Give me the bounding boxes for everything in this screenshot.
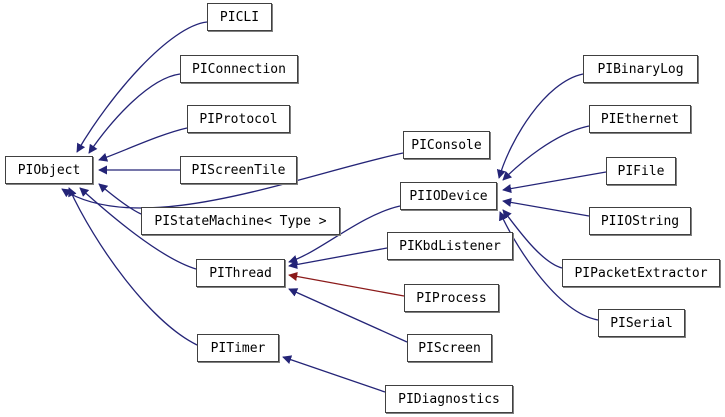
class-node-label: PITimer bbox=[210, 340, 266, 356]
edge-piethernet-to-piiodevice bbox=[502, 125, 590, 181]
class-node-pikbdlistener[interactable]: PIKbdListener bbox=[387, 232, 513, 260]
class-node-piobject[interactable]: PIObject bbox=[5, 156, 93, 184]
edge-pitimer-to-piobject bbox=[68, 187, 198, 346]
class-node-label: PIProcess bbox=[416, 290, 487, 306]
class-node-label: PIDiagnostics bbox=[398, 391, 500, 407]
class-node-piethernet[interactable]: PIEthernet bbox=[589, 105, 691, 133]
edge-piprotocol-to-piobject bbox=[98, 127, 188, 162]
edge-piprocess-to-pithread bbox=[288, 271, 405, 297]
edge-pithread-to-piobject bbox=[79, 187, 197, 270]
edge-piconsole-to-piobject bbox=[61, 152, 404, 209]
class-node-label: PIKbdListener bbox=[399, 238, 501, 254]
edge-piserial-to-piiodevice bbox=[499, 211, 599, 321]
edge-pidiagnostics-to-pitimer bbox=[282, 355, 386, 393]
class-node-piprocess[interactable]: PIProcess bbox=[404, 284, 499, 312]
class-node-pithread[interactable]: PIThread bbox=[196, 259, 285, 287]
class-node-label: PIConnection bbox=[192, 61, 286, 77]
class-node-piserial[interactable]: PISerial bbox=[598, 309, 685, 337]
class-node-label: PIEthernet bbox=[600, 111, 680, 127]
class-node-piconnection[interactable]: PIConnection bbox=[180, 55, 298, 83]
class-node-label: PIStateMachine< Type > bbox=[154, 213, 327, 229]
edge-piiodevice-to-pithread bbox=[288, 205, 401, 264]
class-node-piscreen[interactable]: PIScreen bbox=[407, 334, 492, 362]
class-node-label: PIBinaryLog bbox=[597, 61, 684, 77]
edge-piconnection-to-piobject bbox=[88, 73, 181, 154]
class-node-label: PIPacketExtractor bbox=[574, 265, 708, 281]
edge-piscreen-to-pithread bbox=[288, 288, 408, 343]
class-node-picli[interactable]: PICLI bbox=[207, 3, 272, 31]
edge-piiostring-to-piiodevice bbox=[502, 197, 590, 217]
edge-pikbdlistener-to-pithread bbox=[288, 247, 388, 269]
class-node-piiodevice[interactable]: PIIODevice bbox=[400, 182, 497, 210]
class-node-label: PIIODevice bbox=[409, 188, 488, 204]
class-node-label: PISerial bbox=[610, 315, 673, 331]
edge-pibinarylog-to-piiodevice bbox=[496, 73, 584, 179]
class-node-pifile[interactable]: PIFile bbox=[606, 157, 676, 185]
class-node-label: PIConsole bbox=[411, 137, 482, 153]
class-node-pidiagnostics[interactable]: PIDiagnostics bbox=[385, 385, 513, 413]
class-node-pibinarylog[interactable]: PIBinaryLog bbox=[583, 55, 698, 83]
edge-pifile-to-piiodevice bbox=[502, 171, 607, 194]
class-node-label: PIProtocol bbox=[199, 111, 278, 127]
edge-pistatemachine-to-piobject bbox=[98, 183, 142, 215]
class-node-piiostring[interactable]: PIIOString bbox=[589, 207, 691, 235]
class-node-label: PIFile bbox=[617, 163, 665, 179]
class-node-pitimer[interactable]: PITimer bbox=[197, 334, 279, 362]
class-node-label: PIIOString bbox=[600, 213, 680, 229]
class-node-label: PICLI bbox=[219, 9, 260, 25]
class-node-piscreentile[interactable]: PIScreenTile bbox=[180, 156, 297, 184]
class-node-label: PIThread bbox=[209, 265, 272, 281]
class-node-piconsole[interactable]: PIConsole bbox=[403, 131, 490, 159]
class-node-label: PIScreenTile bbox=[191, 162, 286, 178]
class-node-pistatemachine[interactable]: PIStateMachine< Type > bbox=[141, 207, 340, 235]
class-node-label: PIObject bbox=[17, 162, 81, 178]
edge-picli-to-piobject bbox=[76, 21, 208, 153]
class-node-pipacketextractor[interactable]: PIPacketExtractor bbox=[562, 259, 720, 287]
class-node-piprotocol[interactable]: PIProtocol bbox=[187, 105, 290, 133]
class-node-label: PIScreen bbox=[418, 340, 481, 356]
